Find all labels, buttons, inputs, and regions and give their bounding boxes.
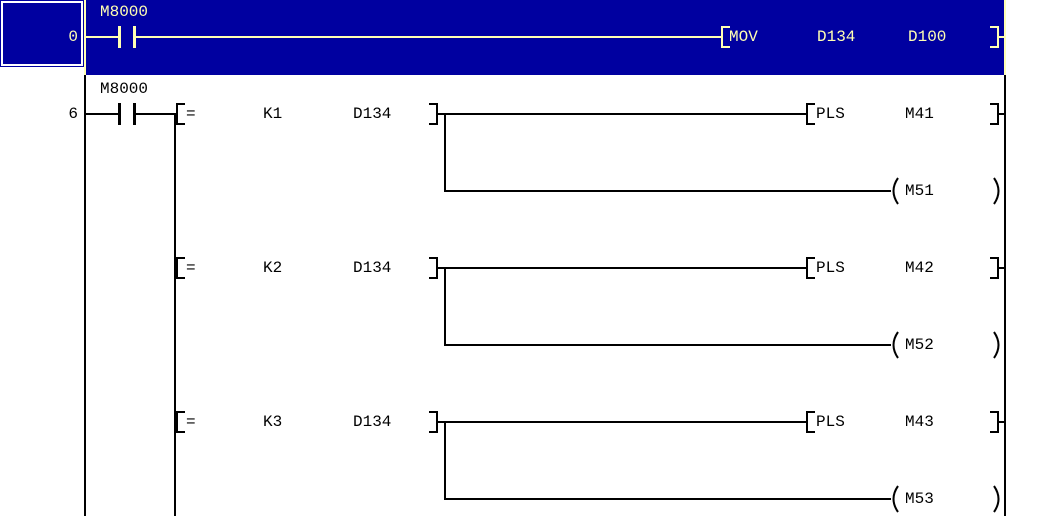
instruction-operand[interactable]: D100: [908, 28, 947, 46]
instruction-mnemonic[interactable]: PLS: [816, 105, 845, 123]
no-contact-symbol[interactable]: [133, 26, 136, 48]
compare-close-bracket: [429, 257, 438, 279]
wire: [999, 421, 1004, 423]
compare-operator[interactable]: =: [186, 259, 196, 277]
compare-operand[interactable]: D134: [353, 413, 392, 431]
coil-open-paren: [892, 177, 899, 205]
coil-open-paren: [892, 331, 899, 359]
left-power-rail: [84, 0, 86, 75]
contact-label: M8000: [100, 3, 149, 21]
wire: [86, 36, 118, 38]
instruction-open-bracket: [806, 257, 815, 279]
instruction-mnemonic[interactable]: PLS: [816, 259, 845, 277]
compare-open-bracket: [176, 103, 185, 125]
instruction-operand[interactable]: M42: [905, 259, 934, 277]
wire: [444, 498, 891, 500]
no-contact-symbol[interactable]: [133, 103, 136, 125]
branch-wire: [444, 421, 446, 500]
compare-operand[interactable]: K3: [263, 413, 283, 431]
right-power-rail: [1004, 75, 1006, 516]
instruction-operand[interactable]: D134: [817, 28, 856, 46]
compare-operand[interactable]: D134: [353, 105, 392, 123]
contact-label: M8000: [100, 80, 149, 98]
compare-operator[interactable]: =: [186, 105, 196, 123]
branch-rail: [174, 113, 176, 516]
compare-operand[interactable]: D134: [353, 259, 392, 277]
coil-close-paren: [993, 485, 1000, 513]
coil-label[interactable]: M52: [905, 336, 934, 354]
selected-step-cell[interactable]: [0, 0, 84, 67]
wire: [999, 267, 1004, 269]
coil-close-paren: [993, 177, 1000, 205]
coil-close-paren: [993, 331, 1000, 359]
branch-wire: [444, 113, 446, 192]
instruction-operand[interactable]: M41: [905, 105, 934, 123]
compare-operand[interactable]: K1: [263, 105, 283, 123]
wire: [86, 113, 118, 115]
instruction-operand[interactable]: M43: [905, 413, 934, 431]
step-number: 0: [68, 28, 78, 46]
right-power-rail: [1004, 0, 1006, 75]
wire: [444, 344, 891, 346]
wire: [136, 113, 176, 115]
wire: [438, 113, 806, 115]
step-number: 6: [68, 105, 78, 123]
instruction-open-bracket: [806, 103, 815, 125]
instruction-close-bracket: [990, 103, 999, 125]
compare-operand[interactable]: K2: [263, 259, 283, 277]
instruction-mnemonic[interactable]: PLS: [816, 413, 845, 431]
instruction-close-bracket: [990, 411, 999, 433]
coil-label[interactable]: M53: [905, 490, 934, 508]
compare-close-bracket: [429, 103, 438, 125]
compare-operator[interactable]: =: [186, 413, 196, 431]
edit-cursor[interactable]: [1, 1, 83, 66]
coil-label[interactable]: M51: [905, 182, 934, 200]
compare-open-bracket: [176, 411, 185, 433]
branch-wire: [444, 267, 446, 346]
wire: [438, 421, 806, 423]
instruction-close-bracket: [990, 26, 999, 48]
wire: [444, 190, 891, 192]
no-contact-symbol[interactable]: [118, 103, 121, 125]
wire: [999, 36, 1004, 38]
instruction-open-bracket: [806, 411, 815, 433]
left-power-rail: [84, 75, 86, 516]
instruction-mnemonic[interactable]: MOV: [729, 28, 758, 46]
compare-close-bracket: [429, 411, 438, 433]
instruction-open-bracket: [721, 26, 730, 48]
compare-open-bracket: [176, 257, 185, 279]
wire: [136, 36, 721, 38]
no-contact-symbol[interactable]: [118, 26, 121, 48]
coil-open-paren: [892, 485, 899, 513]
wire: [438, 267, 806, 269]
instruction-close-bracket: [990, 257, 999, 279]
wire: [999, 113, 1004, 115]
